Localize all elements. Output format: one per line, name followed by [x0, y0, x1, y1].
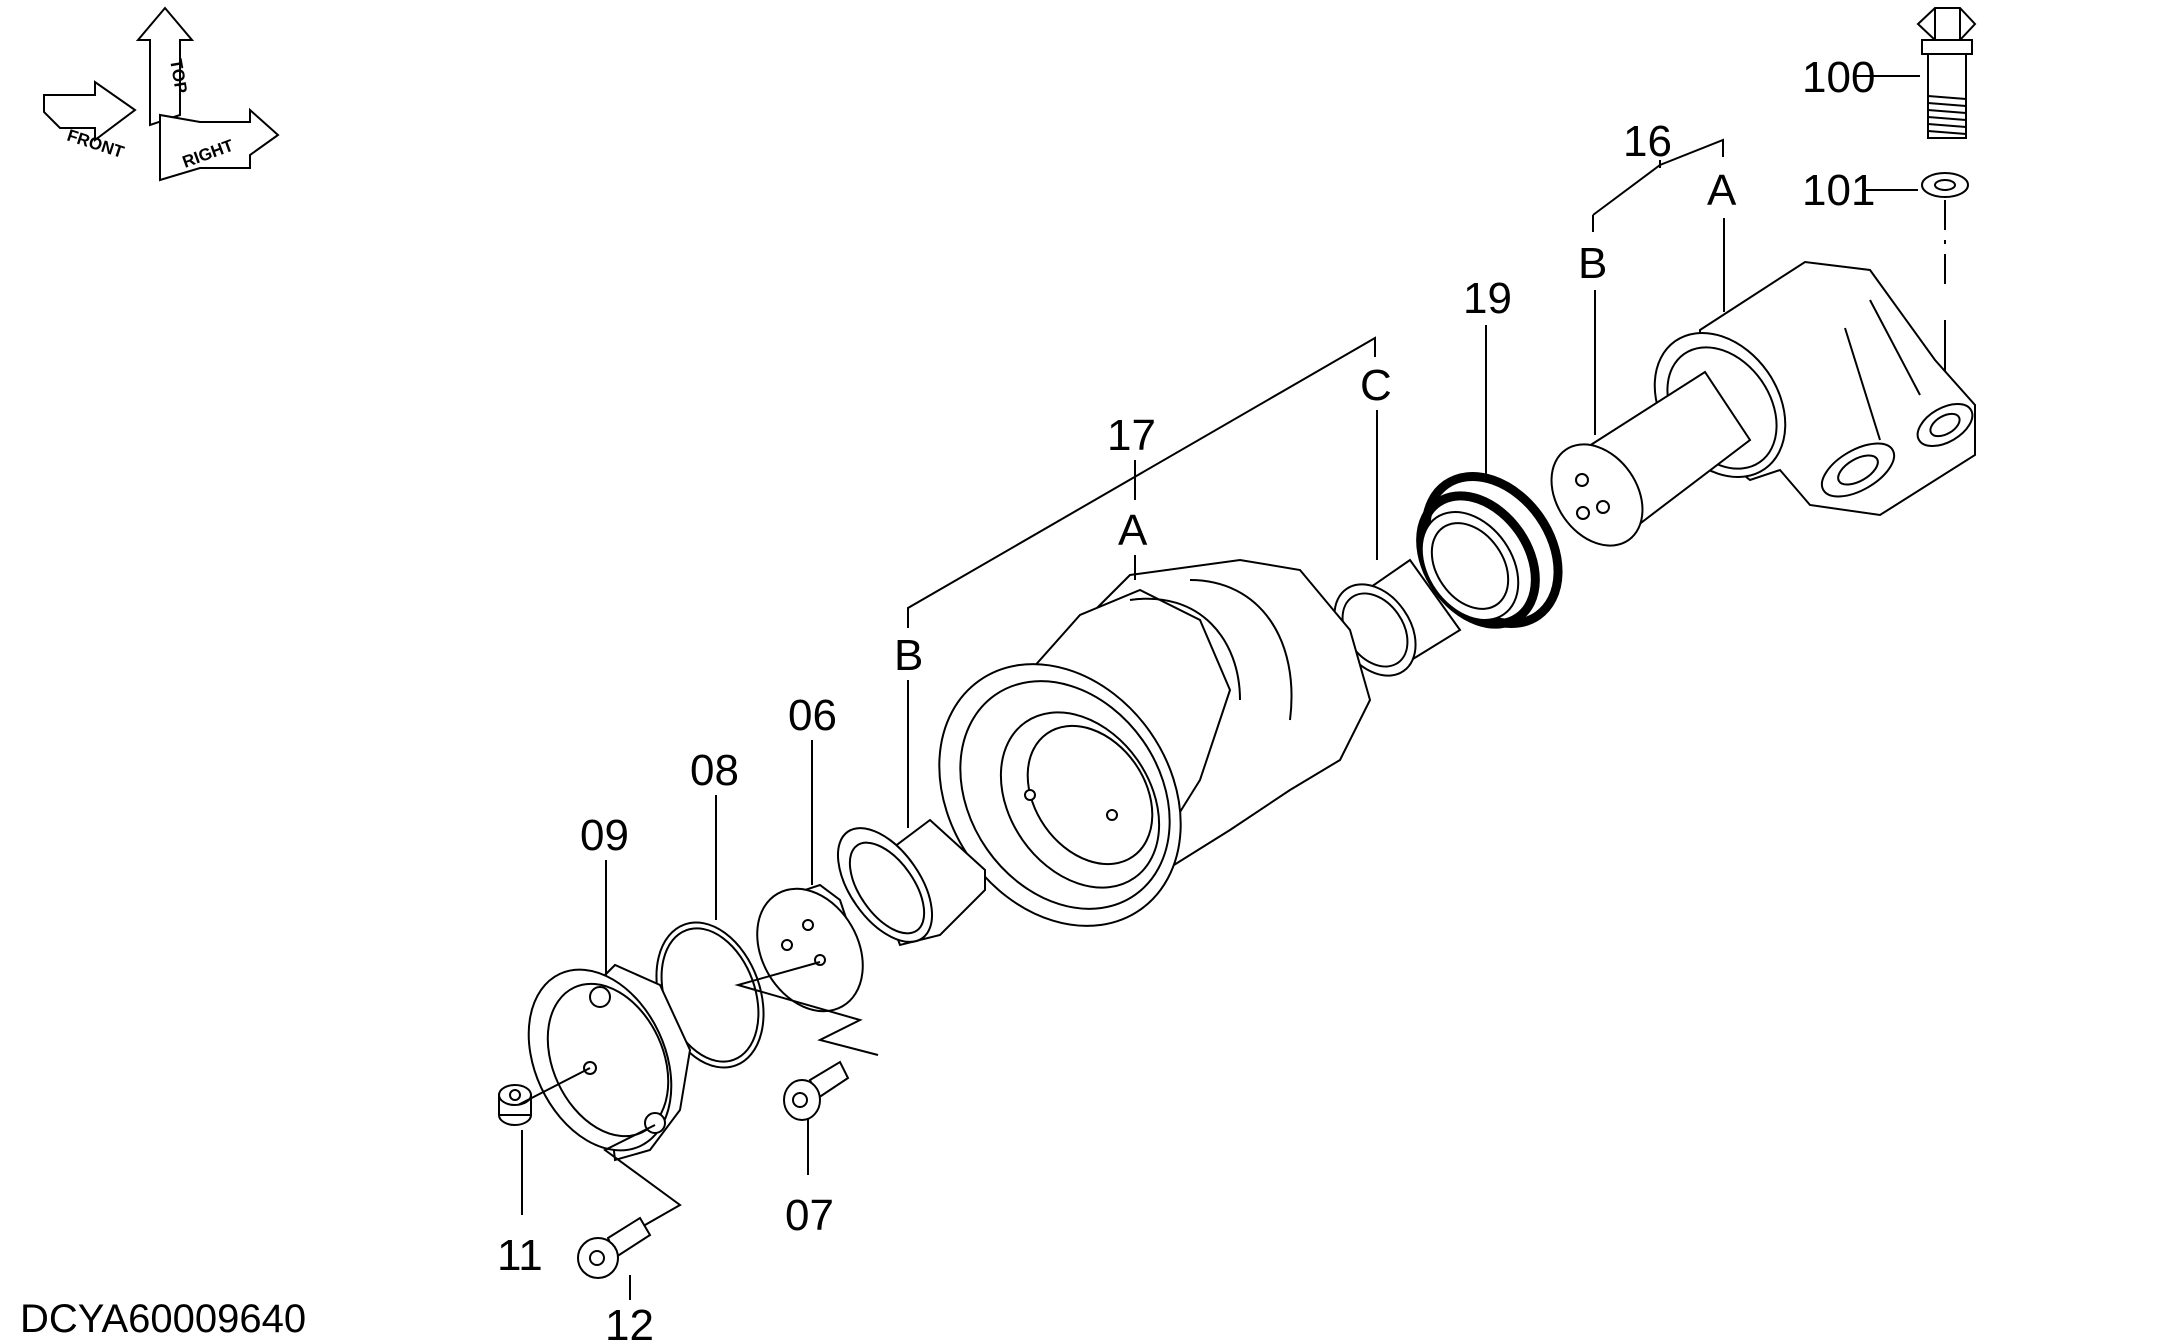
plate-06 [756, 883, 864, 1013]
label-19: 19 [1463, 274, 1512, 323]
front-arrow-icon: FRONT [43, 80, 137, 162]
top-arrow-icon: TOP [135, 6, 195, 127]
label-16-b: B [1578, 239, 1607, 288]
cover-09 [527, 963, 692, 1162]
label-16: 16 [1623, 117, 1672, 166]
label-17-c: C [1360, 361, 1392, 410]
right-arrow-icon: RIGHT [159, 107, 280, 182]
label-17-b: B [894, 631, 923, 680]
label-16-a: A [1707, 166, 1737, 215]
label-07: 07 [785, 1191, 834, 1240]
orientation-indicator: FRONT TOP RIGHT [43, 6, 280, 182]
screw-12 [577, 1216, 652, 1279]
label-100: 100 [1802, 53, 1875, 102]
label-06: 06 [788, 691, 837, 740]
label-12: 12 [605, 1301, 654, 1344]
label-11: 11 [497, 1231, 543, 1280]
washer-101 [1921, 172, 1969, 198]
screw-07 [783, 1060, 850, 1121]
roller-17 [836, 558, 1462, 947]
label-101: 101 [1802, 166, 1875, 215]
label-08: 08 [690, 746, 739, 795]
plug-11 [498, 1084, 532, 1126]
seal-19 [1416, 472, 1563, 629]
label-09: 09 [580, 811, 629, 860]
label-17-a: A [1118, 506, 1148, 555]
shaft-bracket-16 [1550, 260, 1976, 547]
drawing-code: DCYA60009640 [20, 1297, 306, 1341]
bolt-100 [1916, 7, 1977, 139]
label-17: 17 [1107, 411, 1156, 460]
